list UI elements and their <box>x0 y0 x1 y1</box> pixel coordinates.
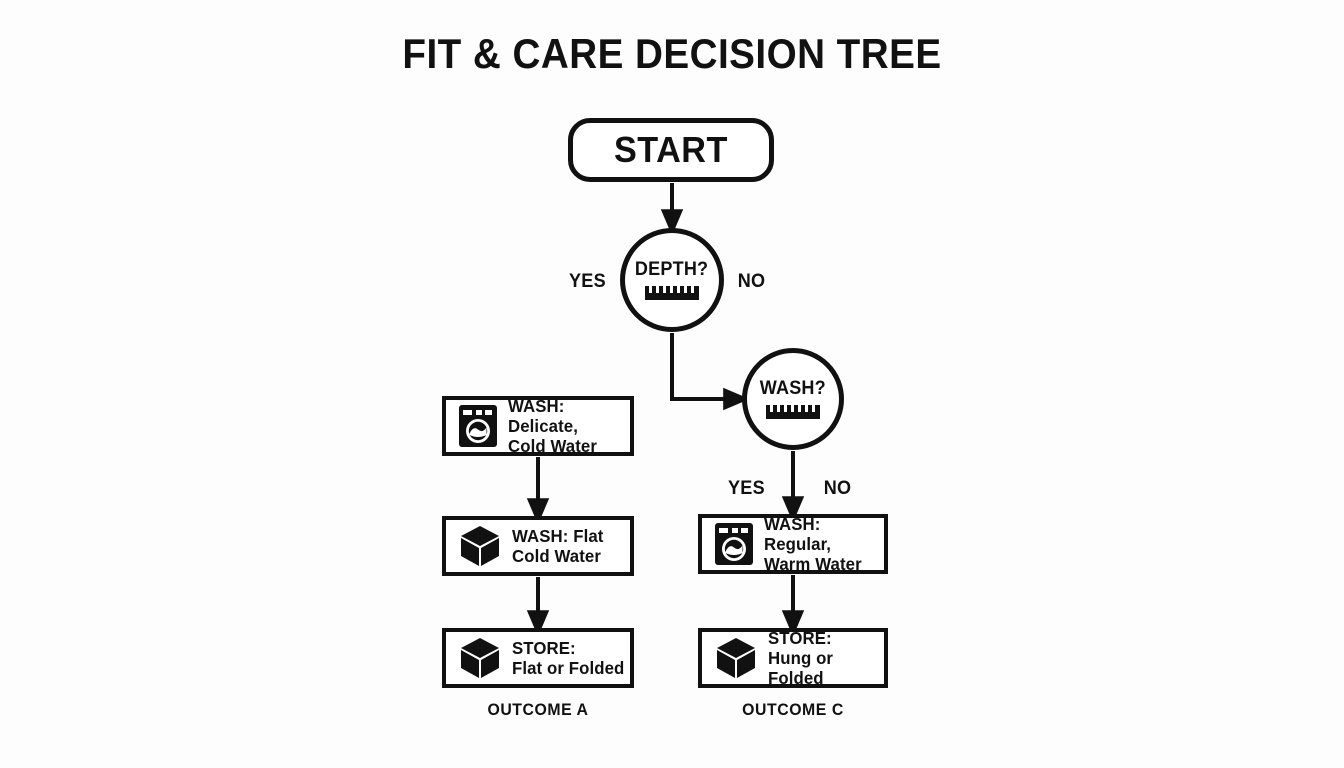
process-box-store-hung-text: STORE: Hung or Folded <box>768 628 879 689</box>
decision-node-wash-label: WASH? <box>759 378 827 399</box>
outcome-label-a: OUTCOME A <box>487 700 589 719</box>
process-box-store-flat[interactable]: STORE: Flat or Folded <box>442 628 634 688</box>
process-box-wash-delicate-text: WASH: Delicate, Cold Water <box>508 396 625 457</box>
washing-machine-icon <box>715 523 753 565</box>
decision-node-wash[interactable]: WASH? <box>742 348 844 450</box>
cube-icon <box>459 524 501 568</box>
cube-icon <box>459 636 501 680</box>
process-box-store-hung[interactable]: STORE: Hung or Folded <box>698 628 888 688</box>
connector-depth-to-wash <box>670 333 750 411</box>
start-node-label: START <box>614 129 728 170</box>
branch-label-wash-no: NO <box>823 478 852 499</box>
start-node[interactable]: START <box>568 118 774 182</box>
process-box-wash-regular-text: WASH: Regular, Warm Water <box>764 514 879 575</box>
decision-node-depth-label: DEPTH? <box>635 259 709 280</box>
line-2: Warm Water <box>764 554 862 575</box>
line-1: STORE: <box>512 637 576 658</box>
process-box-store-flat-text: STORE: Flat or Folded <box>512 638 624 679</box>
decision-node-depth[interactable]: DEPTH? <box>620 228 724 332</box>
line-2: Folded <box>768 668 824 689</box>
line-2: Flat or Folded <box>512 658 625 678</box>
outcome-label-c: OUTCOME C <box>742 700 844 719</box>
line-2: Cold Water <box>508 436 598 457</box>
line-1: WASH: Flat <box>512 525 604 546</box>
branch-label-wash-yes: YES <box>727 478 765 499</box>
washing-machine-icon <box>459 405 497 447</box>
process-box-wash-flat[interactable]: WASH: Flat Cold Water <box>442 516 634 576</box>
ruler-icon <box>645 286 699 300</box>
branch-label-depth-no: NO <box>737 271 766 292</box>
line-1: WASH: Regular, <box>764 513 832 554</box>
line-1: WASH: Delicate, <box>508 395 578 436</box>
line-2: Cold Water <box>512 546 602 566</box>
line-1: STORE: Hung or <box>768 627 834 668</box>
process-box-wash-regular[interactable]: WASH: Regular, Warm Water <box>698 514 888 574</box>
page-title: FIT & CARE DECISION TREE <box>402 30 942 77</box>
process-box-wash-flat-text: WASH: Flat Cold Water <box>512 526 604 567</box>
branch-label-depth-yes: YES <box>568 271 606 292</box>
ruler-icon <box>766 405 820 419</box>
process-box-wash-delicate[interactable]: WASH: Delicate, Cold Water <box>442 396 634 456</box>
cube-icon <box>715 636 757 680</box>
